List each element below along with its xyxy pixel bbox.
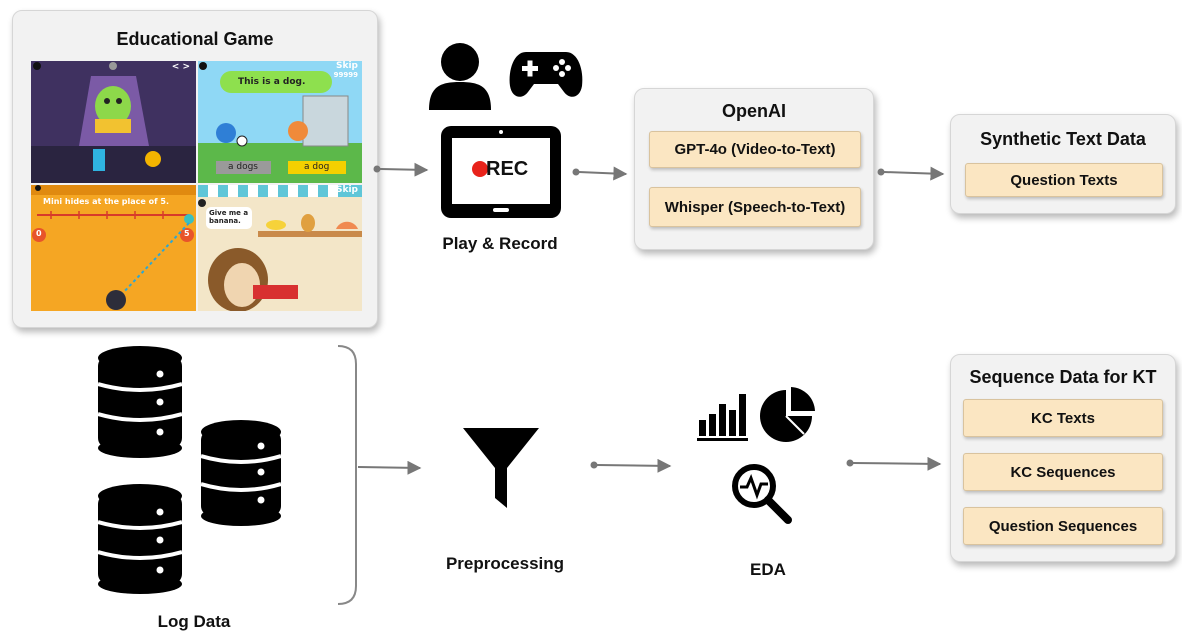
synthetic-text-card: Synthetic Text Data Question Texts: [950, 114, 1176, 214]
gamepad-icon: [509, 52, 583, 97]
game-skip-label-2[interactable]: Skip: [336, 185, 358, 195]
bar-chart-icon: [697, 394, 748, 441]
question-texts-item: Question Texts: [965, 163, 1163, 197]
rec-text: REC: [486, 158, 529, 180]
game-screenshot-3: Mini hides at the place of 5. 0 5: [31, 185, 196, 311]
game-skip-label[interactable]: Skip: [336, 61, 358, 71]
number-line-start: 0: [36, 229, 42, 238]
game-prompt: Mini hides at the place of 5.: [43, 197, 169, 206]
play-record-label: Play & Record: [442, 234, 558, 253]
preprocessing-label: Preprocessing: [445, 554, 565, 573]
user-icon: [429, 43, 491, 110]
pie-chart-icon: [760, 387, 815, 442]
arrow-record-to-openai: [572, 166, 628, 181]
answer-option-b[interactable]: a dog: [304, 162, 330, 172]
log-data-label: Log Data: [157, 612, 231, 631]
game-screenshot-2: Skip 99999 This is a dog. a dogs a dog: [198, 61, 362, 183]
game-dialog-bubble: This is a dog.: [238, 77, 306, 87]
database-icon-1: [98, 346, 182, 458]
game-nav-arrows: < >: [171, 62, 190, 72]
tablet-icon: [441, 126, 561, 218]
arrow-game-to-record: [373, 162, 429, 177]
arrow-log-to-preprocessing: [357, 460, 422, 475]
openai-title: OpenAI: [721, 101, 786, 121]
question-sequences-item: Question Sequences: [963, 507, 1163, 545]
openai-card: OpenAI GPT-4o (Video-to-Text) Whisper (S…: [634, 88, 874, 250]
educational-game-title: Educational Game: [116, 29, 274, 49]
sequence-data-card: Sequence Data for KT KC Texts KC Sequenc…: [950, 354, 1176, 562]
game-scene-2-art: [198, 61, 362, 183]
educational-game-card: Educational Game < >: [12, 10, 378, 328]
game-screenshot-1: < >: [31, 61, 196, 183]
whisper-item: Whisper (Speech-to-Text): [649, 187, 861, 227]
number-line-end: 5: [184, 229, 190, 238]
rec-indicator: [472, 161, 488, 177]
gpt4o-item: GPT-4o (Video-to-Text): [649, 131, 861, 168]
sequence-title: Sequence Data for KT: [969, 367, 1157, 387]
kc-texts-item: KC Texts: [963, 399, 1163, 437]
log-data-brace: [337, 345, 357, 605]
game-scene-3-art: [31, 185, 196, 311]
arrow-openai-to-synthetic: [877, 166, 945, 181]
arrow-preprocessing-to-eda: [590, 458, 672, 473]
game-screenshot-4: Skip Give me a banana.: [198, 185, 362, 311]
game-speech-bubble: Give me a banana.: [209, 209, 249, 225]
kc-sequences-item: KC Sequences: [963, 453, 1163, 491]
game-scene-4-art: [198, 185, 362, 311]
synthetic-title: Synthetic Text Data: [980, 129, 1146, 149]
game-score: 99999: [333, 71, 358, 79]
database-icon-2: [201, 420, 281, 526]
analysis-magnifier-icon: [732, 464, 792, 524]
answer-option-a[interactable]: a dogs: [228, 162, 258, 172]
filter-icon: [463, 428, 539, 508]
arrow-eda-to-sequence: [846, 456, 942, 471]
database-icon-3: [98, 484, 182, 594]
eda-label: EDA: [750, 560, 786, 579]
game-scene-1-art: [31, 61, 196, 183]
